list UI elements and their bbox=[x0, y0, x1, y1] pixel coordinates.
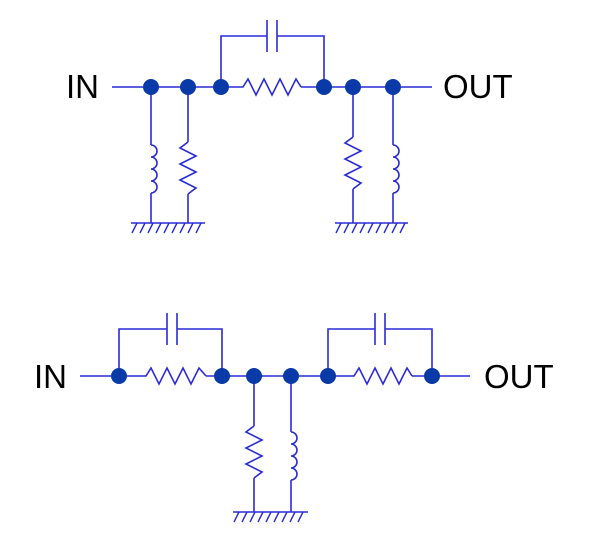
bottom-parallel-capacitor-left bbox=[118, 313, 223, 376]
ground-hatch bbox=[351, 222, 358, 234]
ground-hatch bbox=[233, 511, 240, 523]
ground-hatch bbox=[375, 222, 382, 234]
top-out-label: OUT bbox=[443, 68, 513, 105]
bottom-series-resistor-right bbox=[346, 366, 413, 386]
ground-hatch bbox=[343, 222, 350, 234]
ground-hatch bbox=[147, 222, 154, 234]
ground-hatch bbox=[273, 511, 280, 523]
bottom-node-3 bbox=[246, 368, 262, 384]
ground-hatch bbox=[257, 511, 264, 523]
top-node-6 bbox=[385, 79, 401, 95]
bottom-node-2 bbox=[214, 368, 230, 384]
top-in-label: IN bbox=[66, 68, 99, 105]
ground-hatch bbox=[163, 222, 170, 234]
ground-hatch bbox=[179, 222, 186, 234]
top-node-3 bbox=[213, 79, 229, 95]
ground-hatch bbox=[139, 222, 146, 234]
ground-hatch bbox=[359, 222, 366, 234]
top-shunt-resistor-left bbox=[178, 87, 198, 223]
bottom-node-4 bbox=[283, 368, 299, 384]
bottom-circuit: IN OUT bbox=[34, 313, 554, 523]
top-shunt-inductor-right bbox=[392, 87, 400, 223]
ground-hatch bbox=[195, 222, 202, 234]
bottom-parallel-capacitor-right bbox=[327, 313, 433, 376]
ground-hatch bbox=[155, 222, 162, 234]
top-node-2 bbox=[180, 79, 196, 95]
ground-hatch bbox=[171, 222, 178, 234]
top-shunt-inductor-left bbox=[150, 87, 158, 223]
ground-hatch bbox=[265, 511, 272, 523]
ground-hatch bbox=[391, 222, 398, 234]
bottom-series-resistor-left bbox=[136, 366, 207, 386]
bottom-node-5 bbox=[320, 368, 336, 384]
top-circuit: IN OUT bbox=[66, 20, 513, 234]
ground-hatch bbox=[131, 222, 138, 234]
bottom-out-label: OUT bbox=[484, 358, 554, 395]
ground-hatch bbox=[289, 511, 296, 523]
ground-hatch bbox=[281, 511, 288, 523]
top-node-5 bbox=[345, 79, 361, 95]
top-shunt-resistor-right bbox=[343, 87, 363, 223]
ground-hatch bbox=[187, 222, 194, 234]
ground-hatch bbox=[399, 222, 406, 234]
ground-hatch bbox=[241, 511, 248, 523]
ground-hatch bbox=[383, 222, 390, 234]
bottom-node-6 bbox=[424, 368, 440, 384]
bottom-in-label: IN bbox=[34, 358, 67, 395]
top-ground-right bbox=[335, 222, 408, 234]
ground-hatch bbox=[297, 511, 304, 523]
bottom-shunt-resistor bbox=[244, 376, 264, 512]
top-node-4 bbox=[316, 79, 332, 95]
ground-hatch bbox=[367, 222, 374, 234]
top-node-1 bbox=[143, 79, 159, 95]
bottom-shunt-inductor bbox=[290, 376, 298, 512]
bottom-ground bbox=[233, 511, 308, 523]
top-series-resistor bbox=[230, 77, 302, 97]
ground-hatch bbox=[335, 222, 342, 234]
bottom-node-1 bbox=[111, 368, 127, 384]
top-parallel-capacitor bbox=[220, 20, 325, 87]
ground-hatch bbox=[249, 511, 256, 523]
top-ground-left bbox=[131, 222, 205, 234]
